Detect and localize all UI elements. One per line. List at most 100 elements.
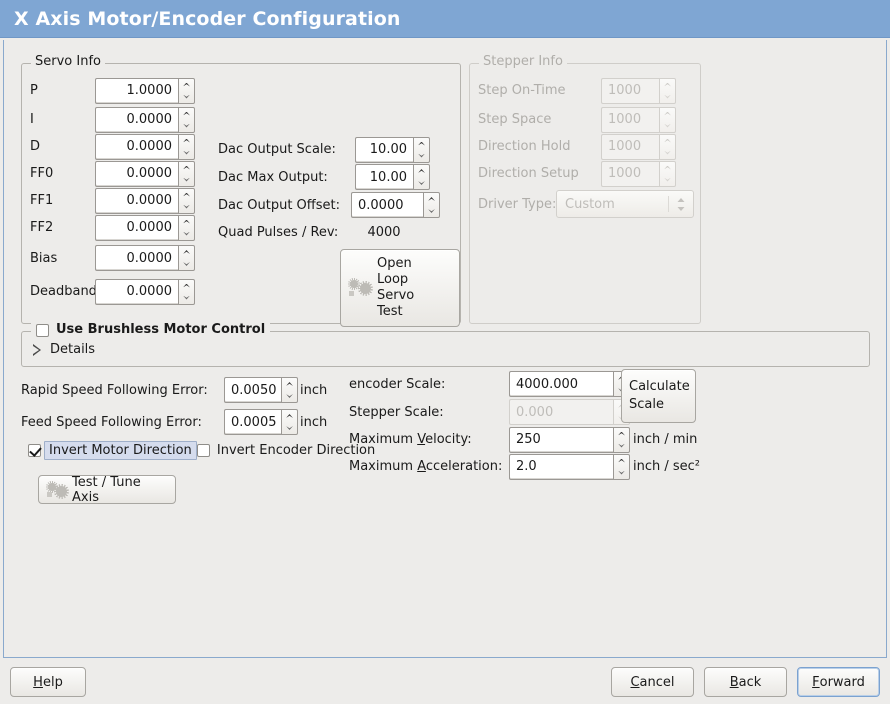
chevron-right-icon[interactable]: [33, 343, 41, 356]
encoder-scale-value[interactable]: 4000.000: [509, 371, 613, 397]
spin-down-icon[interactable]: [179, 201, 194, 213]
spin-up-icon[interactable]: [282, 410, 297, 422]
stepper-label-direction-hold: Direction Hold: [478, 139, 571, 154]
servo-spin-bias[interactable]: 0.0000: [95, 245, 195, 271]
servo-spin-ff2-buttons[interactable]: [178, 214, 195, 241]
stepper-spin-step-on-time: 1000: [601, 77, 676, 104]
spin-up-icon[interactable]: [282, 378, 297, 390]
invert-motor-direction-checkbox[interactable]: Invert Motor Direction: [28, 440, 197, 461]
spin-up-icon[interactable]: [179, 189, 194, 201]
spin-up-icon[interactable]: [179, 79, 194, 91]
spin-down-icon[interactable]: [179, 258, 194, 270]
servo-spin-i-value[interactable]: 0.0000: [95, 106, 178, 133]
spin-down-icon[interactable]: [614, 440, 629, 452]
spin-up-icon[interactable]: [179, 216, 194, 228]
dac-max-output-buttons[interactable]: [413, 164, 430, 190]
spin-down-icon[interactable]: [179, 174, 194, 186]
servo-spin-p-buttons[interactable]: [178, 77, 195, 104]
dac-max-output-spin[interactable]: 10.00: [355, 164, 430, 190]
spin-up-icon[interactable]: [179, 280, 194, 292]
servo-spin-p-value[interactable]: 1.0000: [95, 77, 178, 104]
gears-icon: [348, 278, 373, 298]
spin-up-icon[interactable]: [179, 108, 194, 120]
servo-info-legend: Servo Info: [31, 55, 105, 69]
dac-output-offset-value[interactable]: 0.0000: [351, 192, 423, 218]
spin-up-icon[interactable]: [614, 455, 629, 467]
calculate-scale-button[interactable]: Calculate Scale: [621, 369, 696, 423]
servo-spin-ff0[interactable]: 0.0000: [95, 160, 195, 187]
max-velocity-spin[interactable]: 250: [509, 426, 630, 453]
use-brushless-checkbox[interactable]: Use Brushless Motor Control: [36, 323, 265, 337]
spin-down-icon[interactable]: [414, 177, 429, 189]
max-acceleration-spin[interactable]: 2.0: [509, 453, 630, 480]
servo-spin-p[interactable]: 1.0000: [95, 77, 195, 104]
spin-down-icon[interactable]: [179, 292, 194, 304]
max-acceleration-value[interactable]: 2.0: [509, 453, 613, 480]
rapid-following-error-value[interactable]: 0.0050: [224, 377, 281, 403]
servo-spin-deadband-value[interactable]: 0.0000: [95, 278, 178, 305]
spin-down-icon[interactable]: [179, 147, 194, 159]
checkbox-box[interactable]: [28, 444, 41, 457]
spin-buttons[interactable]: [281, 409, 298, 435]
driver-type-combo: Custom: [556, 190, 694, 218]
spin-down-icon[interactable]: [282, 390, 297, 402]
dac-max-output-label: Dac Max Output:: [218, 169, 328, 185]
spin-up-icon[interactable]: [179, 135, 194, 147]
servo-spin-ff1-buttons[interactable]: [178, 187, 195, 214]
spin-down-icon[interactable]: [179, 228, 194, 240]
servo-spin-ff0-value[interactable]: 0.0000: [95, 160, 178, 187]
brushless-details-expander[interactable]: Details: [33, 342, 95, 357]
servo-spin-bias-buttons[interactable]: [178, 245, 195, 271]
rapid-following-error-spin[interactable]: 0.0050: [224, 377, 298, 403]
spin-down-icon[interactable]: [414, 150, 429, 162]
spin-down-icon[interactable]: [179, 91, 194, 103]
spin-up-icon[interactable]: [614, 428, 629, 440]
checkbox-box[interactable]: [196, 444, 210, 457]
dac-output-scale-value[interactable]: 10.00: [355, 136, 413, 163]
checkbox-box[interactable]: [36, 323, 49, 337]
spin-down-icon[interactable]: [614, 467, 629, 479]
servo-spin-bias-value[interactable]: 0.0000: [95, 245, 178, 271]
test-tune-axis-button[interactable]: Test / Tune Axis: [38, 475, 176, 505]
encoder-scale-spin[interactable]: 4000.000: [509, 371, 630, 397]
spin-up-icon[interactable]: [414, 165, 429, 177]
dac-max-output-value[interactable]: 10.00: [355, 164, 413, 190]
servo-spin-i-buttons[interactable]: [178, 106, 195, 133]
servo-spin-d[interactable]: 0.0000: [95, 133, 195, 160]
servo-spin-deadband[interactable]: 0.0000: [95, 278, 195, 305]
dac-output-offset-spin[interactable]: 0.0000: [351, 192, 440, 218]
spin-down-icon[interactable]: [424, 205, 439, 217]
spin-buttons[interactable]: [613, 453, 630, 480]
dac-output-offset-buttons[interactable]: [423, 192, 440, 218]
servo-spin-ff0-buttons[interactable]: [178, 160, 195, 187]
servo-spin-i[interactable]: 0.0000: [95, 106, 195, 133]
spin-down-icon: [660, 174, 675, 186]
invert-encoder-direction-label: Invert Encoder Direction: [216, 443, 376, 458]
spin-down-icon[interactable]: [282, 422, 297, 434]
open-loop-servo-test-button[interactable]: Open Loop Servo Test: [340, 249, 460, 327]
max-velocity-value[interactable]: 250: [509, 426, 613, 453]
dac-output-scale-buttons[interactable]: [413, 136, 430, 163]
spin-up-icon[interactable]: [424, 193, 439, 205]
spin-buttons[interactable]: [281, 377, 298, 403]
feed-following-error-spin[interactable]: 0.0005: [224, 409, 298, 435]
spin-buttons[interactable]: [613, 426, 630, 453]
servo-spin-d-value[interactable]: 0.0000: [95, 133, 178, 160]
servo-spin-d-buttons[interactable]: [178, 133, 195, 160]
spin-up-icon[interactable]: [179, 246, 194, 258]
invert-encoder-direction-checkbox[interactable]: Invert Encoder Direction: [196, 440, 376, 461]
servo-spin-ff2[interactable]: 0.0000: [95, 214, 195, 241]
servo-spin-deadband-buttons[interactable]: [178, 278, 195, 305]
feed-following-error-value[interactable]: 0.0005: [224, 409, 281, 435]
servo-spin-ff2-value[interactable]: 0.0000: [95, 214, 178, 241]
spin-up-icon[interactable]: [179, 162, 194, 174]
servo-spin-ff1[interactable]: 0.0000: [95, 187, 195, 214]
spin-up-icon[interactable]: [414, 138, 429, 150]
servo-spin-ff1-value[interactable]: 0.0000: [95, 187, 178, 214]
spin-down-icon[interactable]: [179, 120, 194, 132]
dac-output-scale-spin[interactable]: 10.00: [355, 136, 430, 163]
